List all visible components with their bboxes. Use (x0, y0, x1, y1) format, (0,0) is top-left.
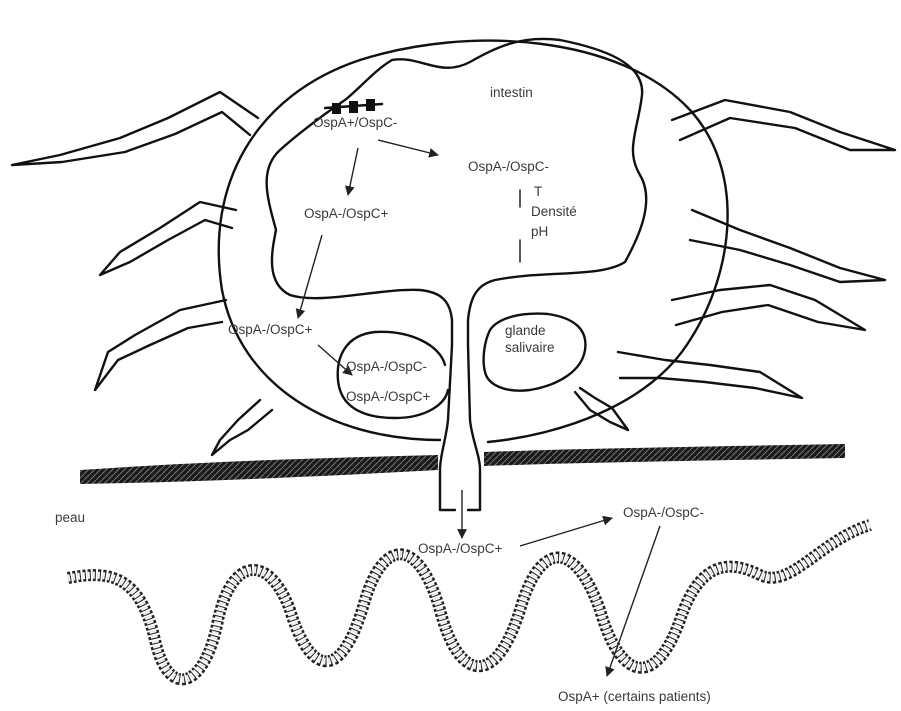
skin-layer (80, 444, 845, 484)
label-host-injected: OspA-/OspC+ (418, 541, 503, 556)
arrow-initial-to-right (378, 140, 438, 155)
label-factor-ph: pH (531, 224, 548, 239)
label-factor-t: T (534, 184, 542, 199)
label-host-patients: OspA+ (certains patients) (558, 689, 711, 704)
arrow-host-to-later (520, 518, 612, 546)
label-salivary-gland-line1: glande (505, 323, 546, 338)
arrow-left-to-hemolymph (298, 235, 322, 318)
label-gut-left: OspA-/OspC+ (304, 206, 389, 221)
label-host-later: OspA-/OspC- (623, 505, 704, 520)
label-gut-initial: OspA+/OspC- (313, 115, 397, 130)
label-factor-density: Densité (531, 204, 577, 219)
label-skin: peau (55, 510, 85, 525)
label-intestine: intestin (490, 85, 533, 100)
label-gland-2: OspA-/OspC+ (346, 389, 431, 404)
tick-legs (12, 92, 895, 455)
tick-body (219, 39, 728, 510)
arrow-initial-to-left (348, 148, 358, 195)
arrow-later-to-patients (607, 526, 660, 676)
labels: intestin OspA+/OspC- OspA-/OspC- T Densi… (55, 85, 711, 704)
label-gut-right: OspA-/OspC- (468, 159, 549, 174)
gut-wall-markers (325, 99, 382, 114)
label-salivary-gland-line2: salivaire (505, 340, 555, 355)
label-hemolymph: OspA-/OspC+ (228, 322, 313, 337)
label-gland-1: OspA-/OspC- (346, 359, 427, 374)
